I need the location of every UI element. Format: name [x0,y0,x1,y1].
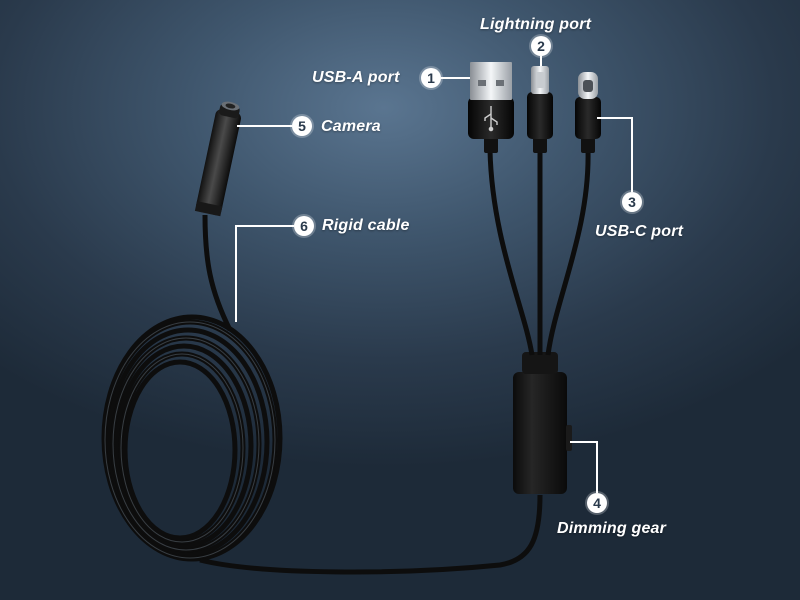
usb-symbol-icon [484,106,498,132]
callout-badge-4: 4 [587,493,607,513]
branch-cables [487,149,591,356]
camera-cable [202,214,233,332]
callout-badge-5: 5 [292,116,312,136]
usb-a-plug [468,62,514,153]
callout-badge-2: 2 [531,36,551,56]
rigid-cable-label: Rigid cable [322,217,410,234]
usb-c-port-label: USB-C port [595,223,684,240]
dimming-box [513,352,572,494]
usb-c-plug [575,72,601,153]
callout-lines [235,56,633,493]
camera-label: Camera [321,118,381,135]
callout-badge-3: 3 [622,192,642,212]
callout-badge-6: 6 [294,216,314,236]
main-cable [199,494,543,575]
lightning-port-label: Lightning port [480,16,592,33]
lightning-plug [527,66,553,153]
dimming-gear-label: Dimming gear [557,520,667,537]
camera-head [194,101,242,217]
usb-a-port-label: USB-A port [312,69,400,86]
cable-coil [101,314,283,562]
callout-badge-1: 1 [421,68,441,88]
